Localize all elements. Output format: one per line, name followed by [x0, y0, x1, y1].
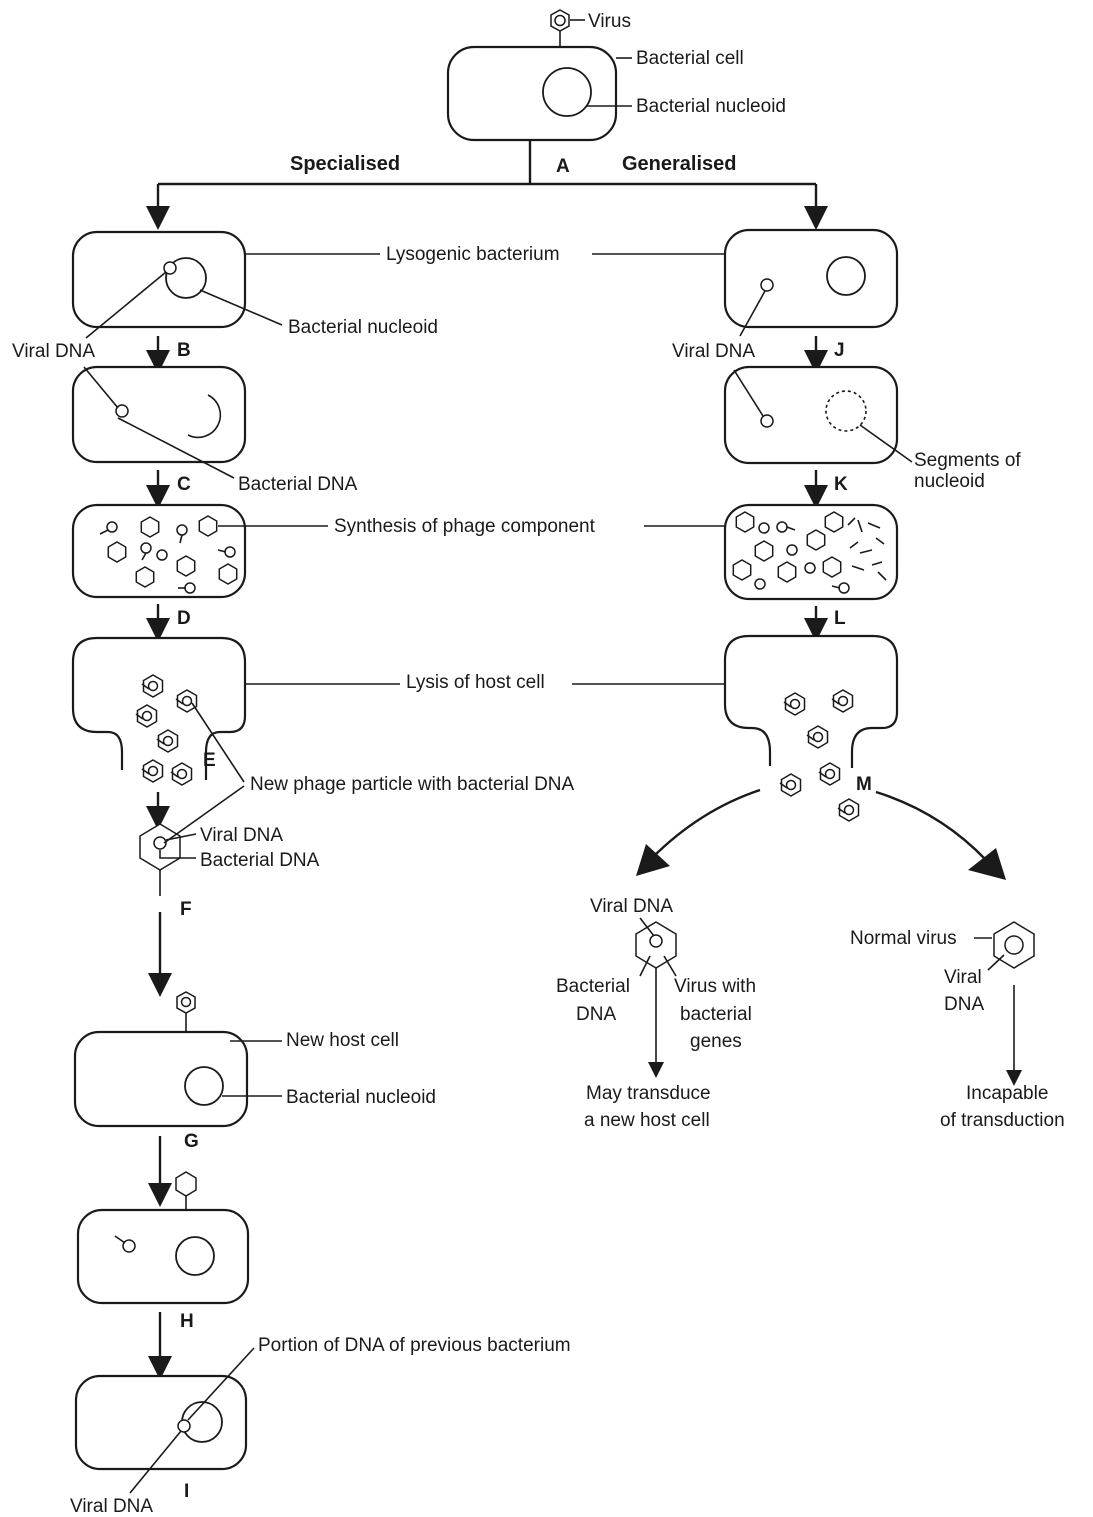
step-f: F	[180, 899, 192, 920]
portion-dna-label: Portion of DNA of previous bacterium	[258, 1335, 571, 1356]
phage-g	[176, 991, 196, 1032]
bacterial-nucleoid-b-label: Bacterial nucleoid	[288, 317, 438, 338]
virus-label: Virus	[588, 11, 631, 32]
step-c: C	[177, 474, 191, 495]
step-k: K	[834, 474, 848, 495]
viral-dna-n-1: Viral	[944, 967, 982, 988]
phage-components-d	[99, 515, 238, 594]
lysogenic-bacterium-right	[723, 228, 899, 329]
generalised-label: Generalised	[622, 153, 737, 175]
broken-nucleoid-c	[187, 394, 222, 439]
lysogenic-bacterium-left	[71, 230, 247, 329]
nucleoid-segments	[825, 390, 867, 432]
step-b: B	[177, 340, 191, 361]
segments-label-1: Segments of	[914, 450, 1021, 471]
bacterial-dna-m-1: Bacterial	[556, 976, 630, 997]
viral-dna-i	[177, 1419, 191, 1433]
normal-virus-label: Normal virus	[850, 928, 957, 949]
phage-f	[139, 823, 181, 896]
bacterial-nucleoid	[542, 67, 592, 117]
curved-arrow-left	[651, 788, 761, 859]
cell-c	[71, 365, 247, 464]
bacterial-dna-c-label: Bacterial DNA	[238, 474, 358, 495]
viral-dna-b-label: Viral DNA	[12, 341, 95, 362]
step-h: H	[180, 1311, 194, 1332]
nucleoid-right	[826, 256, 866, 296]
step-j: J	[834, 340, 845, 361]
top-virus	[550, 9, 585, 47]
bacterial-cell-label: Bacterial cell	[636, 48, 744, 69]
cell-i	[74, 1374, 248, 1471]
curved-arrow-right	[875, 790, 987, 861]
nucleoid-h	[175, 1236, 215, 1276]
bacterial-nucleoid-g-label: Bacterial nucleoid	[286, 1087, 436, 1108]
synthesis-label: Synthesis of phage component	[334, 516, 596, 537]
viral-dna-n-2: DNA	[944, 994, 984, 1015]
may-transduce-2: a new host cell	[584, 1110, 710, 1131]
viral-dna-f-label: Viral DNA	[200, 825, 283, 846]
cell-k	[723, 365, 899, 465]
nucleoid-g	[184, 1066, 224, 1106]
step-l: L	[834, 608, 846, 629]
step-d: D	[177, 608, 191, 629]
step-g: G	[184, 1131, 199, 1152]
virus-with-genes-2: bacterial	[680, 1004, 752, 1025]
bacterial-dna-m-2: DNA	[576, 1004, 616, 1025]
lysed-cell-e	[71, 636, 247, 780]
viral-dna-right	[760, 278, 774, 292]
bacterial-nucleoid-label: Bacterial nucleoid	[636, 96, 786, 117]
viral-dna-c	[115, 404, 129, 418]
new-phage-label: New phage particle with bacterial DNA	[250, 774, 575, 795]
step-a: A	[556, 156, 570, 177]
may-transduce-1: May transduce	[586, 1083, 711, 1104]
cell-h	[76, 1208, 250, 1305]
step-i: I	[184, 1481, 189, 1502]
step-m: M	[856, 774, 872, 795]
viral-dna-j-label: Viral DNA	[672, 341, 755, 362]
viral-dna-m-label: Viral DNA	[590, 896, 673, 917]
lysis-label: Lysis of host cell	[406, 672, 545, 693]
segments-label-2: nucleoid	[914, 471, 985, 492]
phage-h-empty	[175, 1171, 197, 1212]
specialised-label: Specialised	[290, 153, 400, 175]
step-e: E	[203, 750, 216, 771]
viral-dna-b-circle	[163, 261, 177, 275]
viral-dna-i-label: Viral DNA	[70, 1496, 153, 1517]
normal-virus	[993, 921, 1035, 1086]
virus-with-genes-1: Virus with	[674, 976, 756, 997]
lysogenic-bacterium-label: Lysogenic bacterium	[386, 244, 560, 265]
virus-with-genes-3: genes	[690, 1031, 742, 1052]
virus-with-genes	[635, 921, 677, 1078]
viral-dna-h	[122, 1239, 136, 1253]
viral-dna-k	[760, 414, 774, 428]
incapable-2: of transduction	[940, 1110, 1065, 1131]
phage-components-l	[732, 511, 887, 594]
new-host-cell-label: New host cell	[286, 1030, 399, 1051]
incapable-1: Incapable	[966, 1083, 1048, 1104]
bacterial-dna-f-label: Bacterial DNA	[200, 850, 320, 871]
lysed-cell-m	[723, 634, 899, 768]
